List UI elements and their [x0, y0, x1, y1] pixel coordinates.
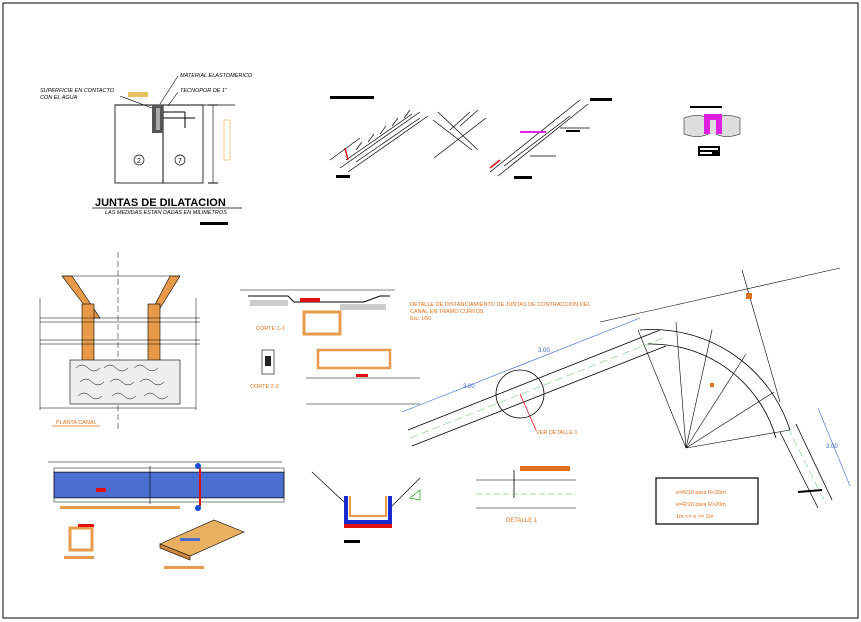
joint-circle-left	[133, 154, 145, 166]
detail-ref-text: VER DETALLE 1	[536, 430, 577, 436]
joints-subtitle: LAS MEDIDAS ESTAN DADAS EN MILIMETROS	[105, 210, 227, 216]
expansion-joint-detail: 2 7 SUPERFICIE EN CONTACTO CON EL AGUA M…	[40, 73, 253, 225]
curve-title-1: DETALLE DE DISTANCIAMIENTO DE JUNTAS DE …	[410, 302, 591, 308]
canal-plan-strip	[48, 461, 285, 511]
waterstop-detail	[683, 106, 741, 156]
joint-circle-right	[174, 154, 186, 166]
surface-label-2: CON EL AGUA	[40, 95, 78, 101]
corte-2-2: CORTE 2-2	[250, 348, 420, 405]
curve-distance-detail: DETALLE DE DISTANCIAMIENTO DE JUNTAS DE …	[401, 267, 851, 525]
dim-b-text: 3.00	[463, 384, 475, 390]
canal-section: PLANTA CANAL	[39, 252, 200, 432]
corte-2-label: CORTE 2-2	[250, 384, 279, 390]
circle-left-text: 2	[137, 158, 141, 165]
legend-line-2: e=R/20 para R>20m	[676, 502, 726, 508]
rebar-isometric-2	[489, 98, 612, 179]
detalle-1: DETALLE 1	[476, 466, 576, 524]
legend-line-3: 1m <= e <= 2m	[676, 514, 714, 520]
curve-title-2: CANAL EN TRAMO CURVOS	[410, 309, 484, 315]
corte-1-label: CORTE 1-1	[256, 326, 285, 332]
rebar-isometric-1	[329, 96, 487, 178]
u-channel-detail	[311, 471, 421, 543]
surface-label-1: SUPERFICIE EN CONTACTO	[40, 88, 115, 94]
material-label: MATERIAL ELASTOMERICO	[180, 73, 253, 79]
tecnopor-label: TECNOPOR DE 1"	[180, 88, 228, 94]
canal-section-label: PLANTA CANAL	[56, 420, 97, 426]
joints-title: JUNTAS DE DILATACION	[95, 197, 226, 209]
small-box-details	[64, 519, 245, 569]
curve-legend-box	[655, 477, 759, 525]
legend-line-1: e=R/10 para R<20m	[676, 490, 726, 496]
detalle-1-label: DETALLE 1	[506, 518, 538, 524]
curve-scale: Esc. 1/50	[410, 316, 431, 322]
detail-callout-circle	[495, 369, 545, 419]
dim-a-text: 3.00	[538, 348, 550, 354]
circle-right-text: 7	[178, 158, 182, 165]
dim-c-text: 3.00	[826, 444, 838, 450]
corte-1-1: CORTE 1-1	[240, 289, 395, 336]
